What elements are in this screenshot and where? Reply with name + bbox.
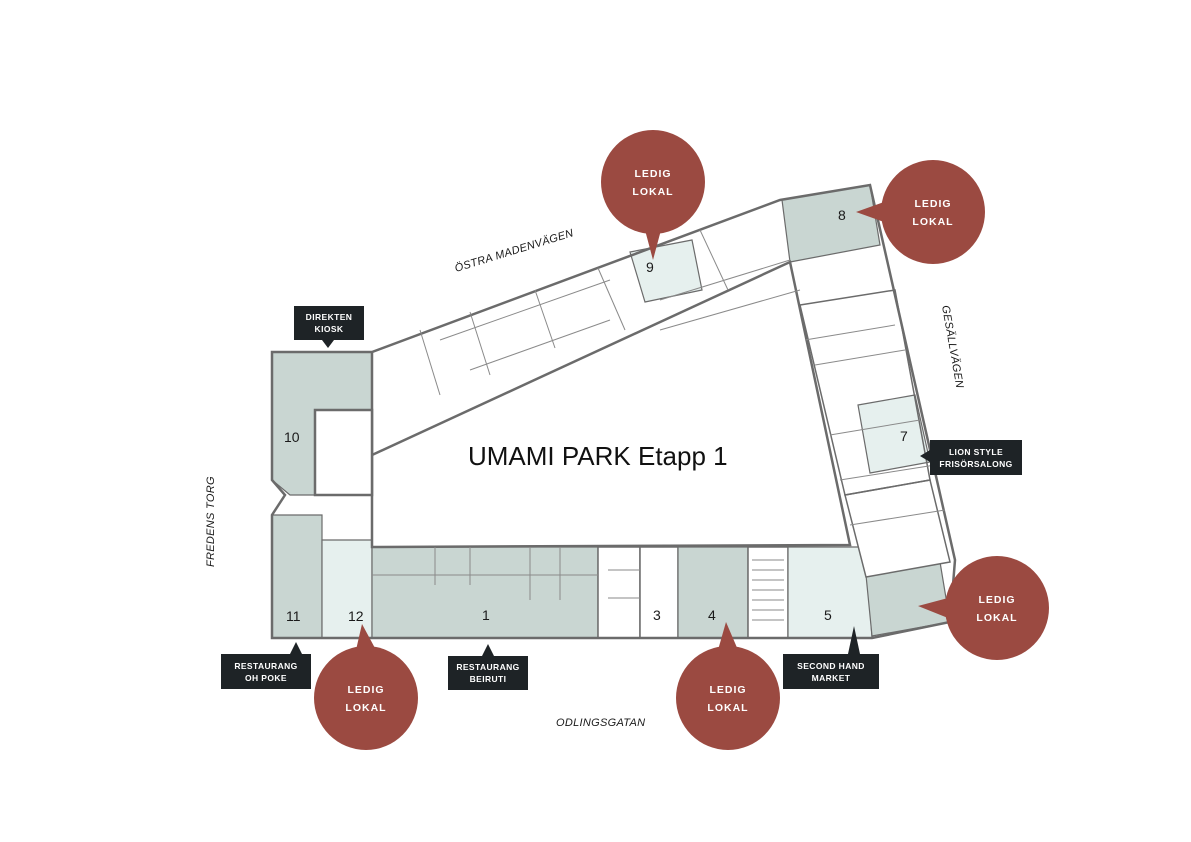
unit-number-7: 7 — [900, 428, 908, 444]
outer-wall — [270, 183, 957, 640]
stairs-south — [747, 546, 789, 639]
bubble-unit-9[interactable]: LEDIG LOKAL — [601, 130, 705, 260]
unit-number-3: 3 — [653, 607, 661, 623]
label-line-1: SECOND HAND — [797, 661, 865, 671]
bubble-unit-12[interactable]: LEDIG LOKAL — [314, 624, 418, 750]
label-lion-style[interactable]: LION STYLE FRISÖRSALONG — [920, 440, 1022, 475]
bubble-line-2: LOKAL — [912, 216, 953, 228]
label-line-2: OH POKE — [245, 673, 287, 683]
unit-number-8: 8 — [838, 207, 846, 223]
unit-number-11: 11 — [286, 608, 301, 624]
unit-number-10: 10 — [284, 429, 300, 445]
bubble-line-1: LEDIG — [347, 684, 384, 696]
label-line-1: RESTAURANG — [234, 661, 297, 671]
unit-number-5: 5 — [824, 607, 832, 623]
bubble-unit-4[interactable]: LEDIG LOKAL — [676, 622, 780, 750]
bubble-unit-8[interactable]: LEDIG LOKAL — [856, 160, 985, 264]
bubble-line-2: LOKAL — [976, 612, 1017, 624]
label-second-hand[interactable]: SECOND HAND MARKET — [783, 626, 879, 689]
bubble-line-1: LEDIG — [709, 684, 746, 696]
label-direkten-kiosk[interactable]: DIREKTEN KIOSK — [294, 306, 364, 348]
bubble-line-2: LOKAL — [707, 702, 748, 714]
label-line-1: DIREKTEN — [306, 312, 353, 322]
bubble-line-1: LEDIG — [978, 594, 1015, 606]
label-oh-poke[interactable]: RESTAURANG OH POKE — [221, 642, 311, 689]
street-west: FREDENS TORG — [205, 476, 217, 567]
unit-12[interactable] — [321, 539, 373, 639]
bubble-line-2: LOKAL — [345, 702, 386, 714]
stairs — [752, 559, 784, 621]
label-line-2: KIOSK — [315, 324, 344, 334]
label-beiruti[interactable]: RESTAURANG BEIRUTI — [448, 644, 528, 690]
street-east: GESÄLLVÄGEN — [939, 304, 965, 389]
unit-3[interactable] — [639, 546, 679, 639]
label-line-2: BEIRUTI — [470, 674, 507, 684]
unit-numbers: 10 11 12 1 3 4 5 7 8 9 — [284, 207, 908, 624]
street-north: ÖSTRA MADENVÄGEN — [453, 227, 575, 275]
unit-number-4: 4 — [708, 607, 716, 623]
bubble-line-1: LEDIG — [634, 168, 671, 180]
unit-number-9: 9 — [646, 259, 654, 275]
unit-4[interactable] — [677, 546, 749, 639]
building — [270, 183, 957, 640]
label-line-2: FRISÖRSALONG — [939, 459, 1012, 469]
unit-2-area — [597, 546, 641, 639]
unit-number-12: 12 — [348, 608, 364, 624]
east-wing-mid — [799, 289, 931, 496]
bubble-line-2: LOKAL — [632, 186, 673, 198]
page-title: UMAMI PARK Etapp 1 — [468, 441, 728, 471]
street-south: ODLINGSGATAN — [556, 717, 645, 729]
label-line-2: MARKET — [812, 673, 851, 683]
unit-number-1: 1 — [482, 607, 490, 623]
bubble-unit-6[interactable]: LEDIG LOKAL — [918, 556, 1049, 660]
bubble-line-1: LEDIG — [914, 198, 951, 210]
label-line-1: LION STYLE — [949, 447, 1003, 457]
courtyard-wall — [370, 260, 852, 549]
unit-1[interactable] — [371, 546, 599, 639]
unit-9[interactable] — [629, 239, 703, 303]
unit-5[interactable] — [787, 546, 873, 639]
label-line-1: RESTAURANG — [456, 662, 519, 672]
